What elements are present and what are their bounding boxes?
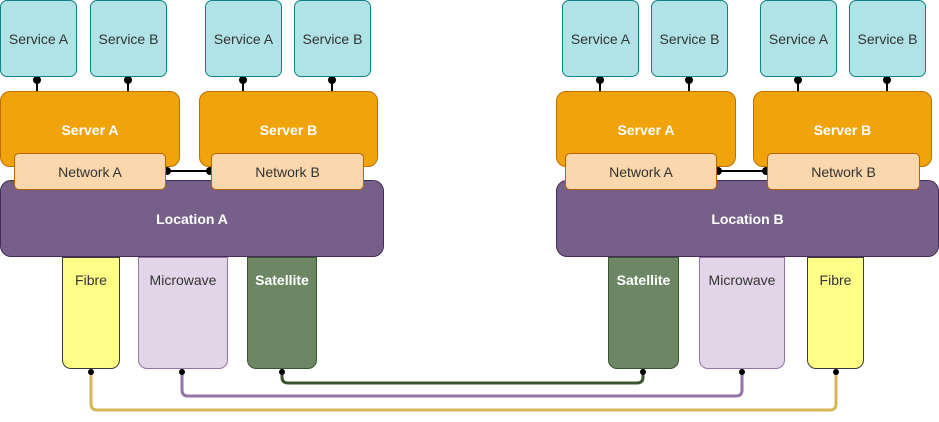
connector-dot [685,76,693,84]
link-dot [88,369,94,375]
link-dot [640,369,646,375]
site-b-location: Location B [556,180,939,257]
link-dot [179,369,185,375]
site-a-service-2: Service B [90,0,167,77]
site-a-service-1: Service A [0,0,77,77]
site-a-link-microwave: Microwave [138,257,228,369]
site-b-link-microwave: Microwave [699,257,785,369]
connector-dot [883,76,891,84]
connector-dot [239,76,247,84]
site-a-service-3: Service A [205,0,282,77]
site-a-network-a: Network A [14,153,166,190]
site-a-service-4: Service B [294,0,371,77]
site-b-service-1: Service A [562,0,639,77]
site-b-service-2: Service B [651,0,728,77]
connector-dot [328,76,336,84]
site-b-service-3: Service A [760,0,837,77]
link-dot [279,369,285,375]
site-b-network-a: Network A [565,153,717,190]
site-b-link-fibre: Fibre [807,257,864,369]
site-a-location: Location A [0,180,384,257]
fibre-link [89,368,838,412]
site-b-link-satellite: Satellite [608,257,679,369]
connector-dot [794,76,802,84]
microwave-link [180,368,744,398]
connector-dot [124,76,132,84]
site-a-network-b: Network B [211,153,364,190]
connector-dot [596,76,604,84]
connector-dot [33,76,41,84]
link-dot [833,369,839,375]
site-b-network-b: Network B [767,153,920,190]
site-b-service-4: Service B [849,0,926,77]
link-dot [739,369,745,375]
satellite-link [280,368,645,385]
site-a-link-satellite: Satellite [247,257,317,369]
site-a-link-fibre: Fibre [62,257,120,369]
